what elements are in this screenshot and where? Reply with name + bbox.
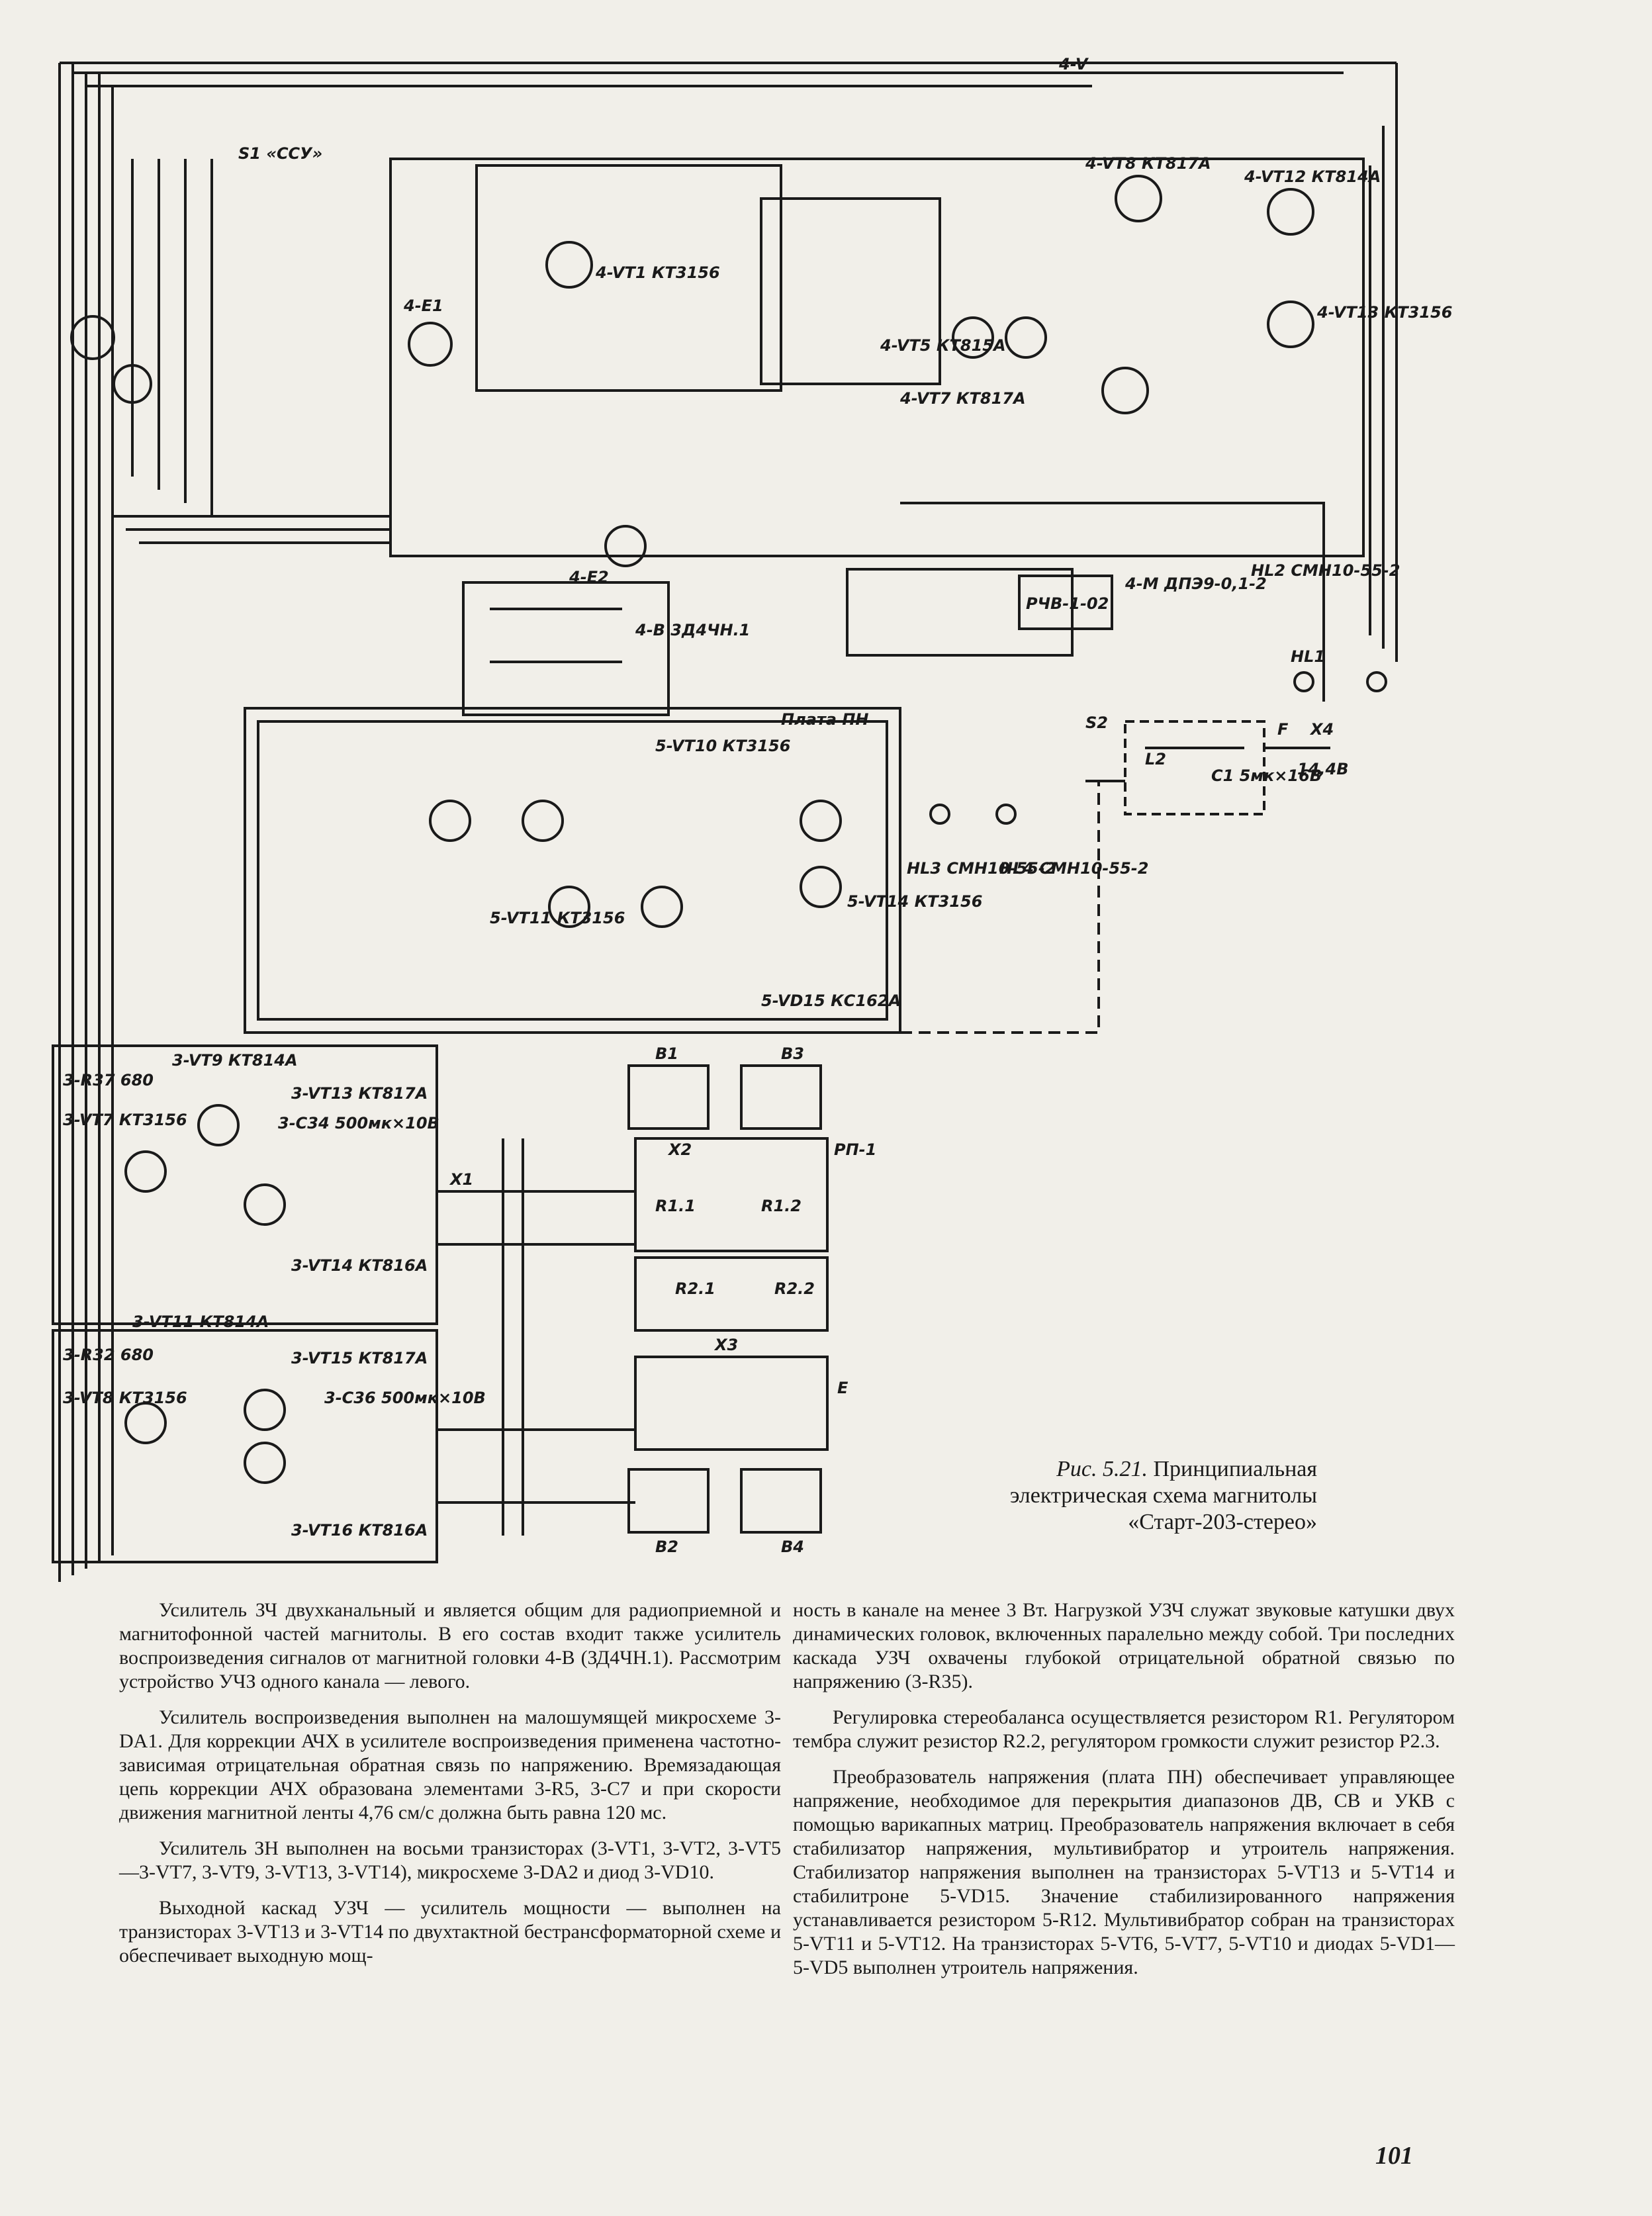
text-column-right: ность в канале на менее 3 Вт. Нагрузкой …: [793, 1598, 1455, 1992]
transistor-3vt13-label: 3-VT13 КТ817А: [291, 1084, 428, 1103]
cap-c1-label: C1 5мк×16В: [1211, 766, 1322, 785]
transistor-4vt13-label: 4-VT13 КТ3156: [1316, 303, 1452, 322]
head-4e2-label: 4-E2: [569, 568, 609, 586]
diode-5vd15-label: 5-VD15 КС162А: [761, 992, 901, 1010]
fuse-f-label: F: [1277, 720, 1289, 739]
transistor-5vt14-label: 5-VT14 КТ3156: [847, 892, 982, 911]
transistor-4vt12-label: 4-VT12 КТ814А: [1244, 167, 1381, 186]
figure-caption: Рис. 5.21. Принципиальная электрическая …: [999, 1456, 1317, 1536]
switch-s1-label: S1 «ССУ»: [238, 144, 322, 163]
page-number: 101: [1375, 2142, 1413, 2170]
conn-x1-label: X1: [449, 1170, 473, 1189]
transistor-5vt11-label: 5-VT11 КТ3156: [490, 909, 625, 927]
transistor-4vt1-label: 4-VT1 КТ3156: [595, 263, 720, 282]
transistor-3vt16-label: 3-VT16 КТ816А: [291, 1521, 428, 1540]
transistor-4vt7-label: 4-VT7 КТ817А: [899, 389, 1026, 408]
figure-number: Рис. 5.21.: [1056, 1457, 1148, 1481]
paragraph: Регулировка стереобаланса осуществляется…: [793, 1706, 1455, 1752]
transistor-3vt9-label: 3-VT9 КТ814А: [172, 1051, 298, 1070]
conn-x2-label: X2: [667, 1140, 692, 1159]
lamp-hl4-label: HL4 СМН10-55-2: [999, 859, 1148, 878]
circuit-schematic: S1 «ССУ» 4-V Плата ПН РП-1 РЧВ-1-02 4-М …: [52, 55, 1452, 1582]
transistor-3vt11-label: 3-VT11 КТ814А: [132, 1313, 269, 1331]
paragraph: ность в канале на менее 3 Вт. Нагрузкой …: [793, 1599, 1455, 1692]
motor-module-label: 4-М ДПЭ9-0,1-2: [1124, 575, 1267, 593]
resistor-3r32-label: 3-R32 680: [63, 1346, 154, 1364]
block-e-label: E: [837, 1379, 849, 1397]
lamp-hl2-label: HL2 СМН10-55-2: [1251, 561, 1400, 580]
voltage-label: 14,4В: [1297, 760, 1349, 778]
capacitor-3c34-label: 3-C34 500мк×10В: [278, 1114, 439, 1132]
paragraph: Преобразователь напряжения (плата ПН) об…: [793, 1766, 1455, 1978]
speaker-b4-label: B4: [781, 1538, 804, 1556]
lamp-hl1-label: HL1: [1291, 647, 1325, 666]
head-4b-label: 4-B 3Д4ЧН.1: [635, 621, 750, 639]
speaker-b1-label: B1: [655, 1044, 678, 1063]
board-rp1-label: РП-1: [834, 1140, 876, 1159]
res-r11-label: R1.1: [655, 1197, 696, 1215]
choke-l2-label: L2: [1145, 750, 1166, 768]
paragraph: Усилитель ЗН выполнен на восьми транзист…: [119, 1837, 781, 1883]
text-column-left: Усилитель ЗЧ двухканальный и является об…: [119, 1598, 781, 1980]
conn-x3-label: X3: [713, 1336, 738, 1354]
relay-4v-label: 4-V: [1058, 55, 1089, 73]
paragraph: Усилитель ЗЧ двухканальный и является об…: [119, 1599, 781, 1692]
paragraph: Выходной каскад УЗЧ — усилитель мощности…: [119, 1897, 781, 1966]
res-r22-label: R2.2: [774, 1279, 815, 1298]
res-r21-label: R2.1: [675, 1279, 715, 1298]
transistor-5vt10-label: 5-VT10 КТ3156: [655, 737, 790, 755]
board-pn-label: Плата ПН: [781, 710, 869, 729]
head-4e1-label: 4-E1: [403, 297, 443, 315]
motor-label: РЧВ-1-02: [1026, 594, 1109, 613]
transistor-3vt7-label: 3-VT7 КТ3156: [63, 1111, 187, 1129]
speaker-b2-label: B2: [655, 1538, 678, 1556]
switch-s2-label: S2: [1085, 714, 1108, 732]
transistor-3vt8-label: 3-VT8 КТ3156: [63, 1389, 187, 1407]
transistor-3vt15-label: 3-VT15 КТ817А: [291, 1349, 428, 1367]
capacitor-3c36-label: 3-C36 500мк×10В: [324, 1389, 486, 1407]
transistor-4vt5-label: 4-VT5 КТ815А: [880, 336, 1006, 355]
speaker-b3-label: B3: [781, 1044, 804, 1063]
transistor-4vt8-label: 4-VT8 КТ817А: [1085, 154, 1211, 173]
figure-caption-text: Принципиальная электрическая схема магни…: [1009, 1457, 1317, 1534]
res-r12-label: R1.2: [761, 1197, 802, 1215]
resistor-3r37-label: 3-R37 680: [63, 1071, 154, 1089]
lamp-hl3-label: HL3 СМН10-55-2: [907, 859, 1056, 878]
paragraph: Усилитель воспроизведения выполнен на ма…: [119, 1706, 781, 1824]
conn-x4-label: X4: [1309, 720, 1334, 739]
transistor-3vt14-label: 3-VT14 КТ816А: [291, 1256, 428, 1275]
